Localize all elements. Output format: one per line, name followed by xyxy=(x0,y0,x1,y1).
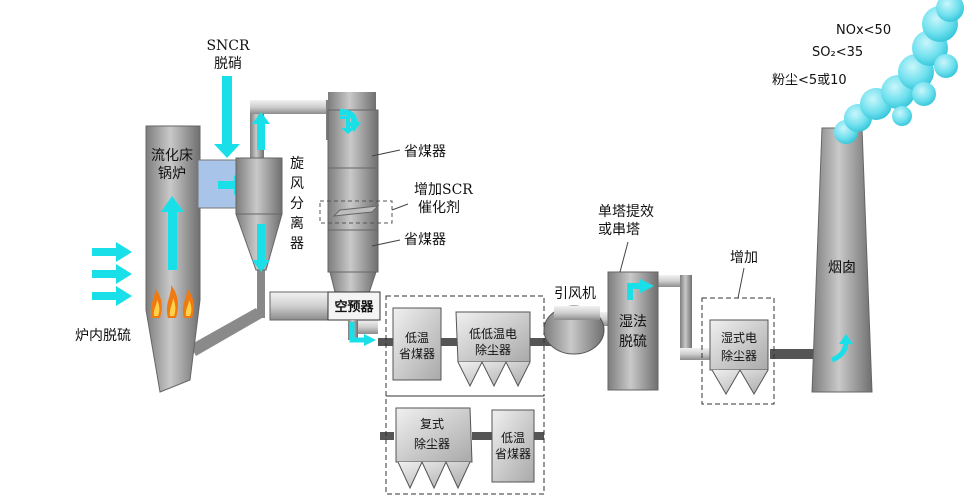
wet-esp-label-1: 湿式电 xyxy=(721,330,757,345)
composite-label-2: 除尘器 xyxy=(414,436,450,451)
air-preheater-label: 空预器 xyxy=(334,299,374,315)
scr-label-2: 催化剂 xyxy=(418,200,460,216)
lt-esp-label-1: 低低温电 xyxy=(469,327,517,341)
cyclone-label-4: 离 xyxy=(290,215,304,232)
induced-draft-fan: 引风机 xyxy=(543,286,605,355)
sncr-label-2: 脱硝 xyxy=(214,56,242,72)
add-label: 增加 xyxy=(730,250,758,266)
scr-label-1: 增加SCR xyxy=(414,182,473,198)
duct-composite-to-econ xyxy=(380,432,544,440)
composite-label-1: 复式 xyxy=(420,417,444,431)
boiler-label-1: 流化床 xyxy=(151,148,193,164)
economizer-bottom-label: 省煤器 xyxy=(404,232,446,248)
boiler-up-arrow-head xyxy=(161,196,184,212)
id-fan-label: 引风机 xyxy=(554,286,596,302)
cyclone-label-3: 分 xyxy=(290,196,304,212)
economizer-scr-tower: 省煤器 增加SCR 催化剂 省煤器 xyxy=(319,92,473,297)
wet-desulf-tower: 湿法 脱硫 单塔提效 或串塔 xyxy=(598,204,659,391)
sncr-inlet: SNCR 脱硝 xyxy=(206,38,250,158)
duct-tower-to-wesp xyxy=(655,275,714,360)
sncr-arrow-shaft xyxy=(222,76,232,146)
lt-esp: 低低温电 除尘器 xyxy=(455,311,531,388)
cyclone-label-2: 风 xyxy=(290,176,304,192)
fluidized-bed-boiler: 流化床 锅炉 xyxy=(145,125,201,393)
boiler-up-arrow-shaft xyxy=(168,210,177,270)
nox-label: NOx<50 xyxy=(836,23,891,38)
air-preheater: 空预器 xyxy=(269,291,381,346)
lt-econ1-label-1: 低温 xyxy=(405,331,429,345)
so2-label: SO₂<35 xyxy=(812,45,863,60)
sncr-arrow-head xyxy=(214,144,240,158)
lt-econ2-label-1: 低温 xyxy=(501,431,525,445)
duct-cyclone-return xyxy=(190,270,265,356)
option-group-1 xyxy=(385,295,545,397)
economizer-top-label: 省煤器 xyxy=(404,144,446,160)
smoke-cloud xyxy=(834,0,964,144)
chimney: 烟囱 xyxy=(811,127,873,393)
lt-econ2-label-2: 省煤器 xyxy=(495,447,531,461)
tower-label-1: 单塔提效 xyxy=(598,204,654,220)
lt-economizer-2: 低温 省煤器 xyxy=(491,409,535,483)
composite-dust-collector: 复式 除尘器 xyxy=(395,407,473,490)
boiler-label-2: 锅炉 xyxy=(158,166,186,182)
cyclone-label-1: 旋 xyxy=(290,156,304,172)
wet-esp-label-2: 除尘器 xyxy=(721,348,757,363)
wet-desulf-label-2: 脱硫 xyxy=(619,334,647,350)
wet-esp: 增加 湿式电 除尘器 xyxy=(709,250,769,395)
dust-label: 粉尘<5或10 xyxy=(772,73,847,88)
lt-esp-label-2: 除尘器 xyxy=(475,342,511,357)
lt-economizer-1: 低温 省煤器 xyxy=(392,307,442,381)
cyclone-separator: 旋 风 分 离 器 xyxy=(197,112,304,272)
furnace-desulf-arrows xyxy=(92,242,132,306)
cyclone-label-5: 器 xyxy=(290,236,304,252)
furnace-desulf-label: 炉内脱硫 xyxy=(75,328,131,344)
lt-econ1-label-2: 省煤器 xyxy=(399,347,435,361)
flame-icon xyxy=(150,285,194,318)
wet-desulf-label-1: 湿法 xyxy=(619,314,647,330)
tower-label-2: 或串塔 xyxy=(598,222,640,238)
sncr-label-1: SNCR xyxy=(206,38,250,54)
chimney-label: 烟囱 xyxy=(828,260,856,276)
duct-wesp-to-chimney xyxy=(770,349,816,359)
